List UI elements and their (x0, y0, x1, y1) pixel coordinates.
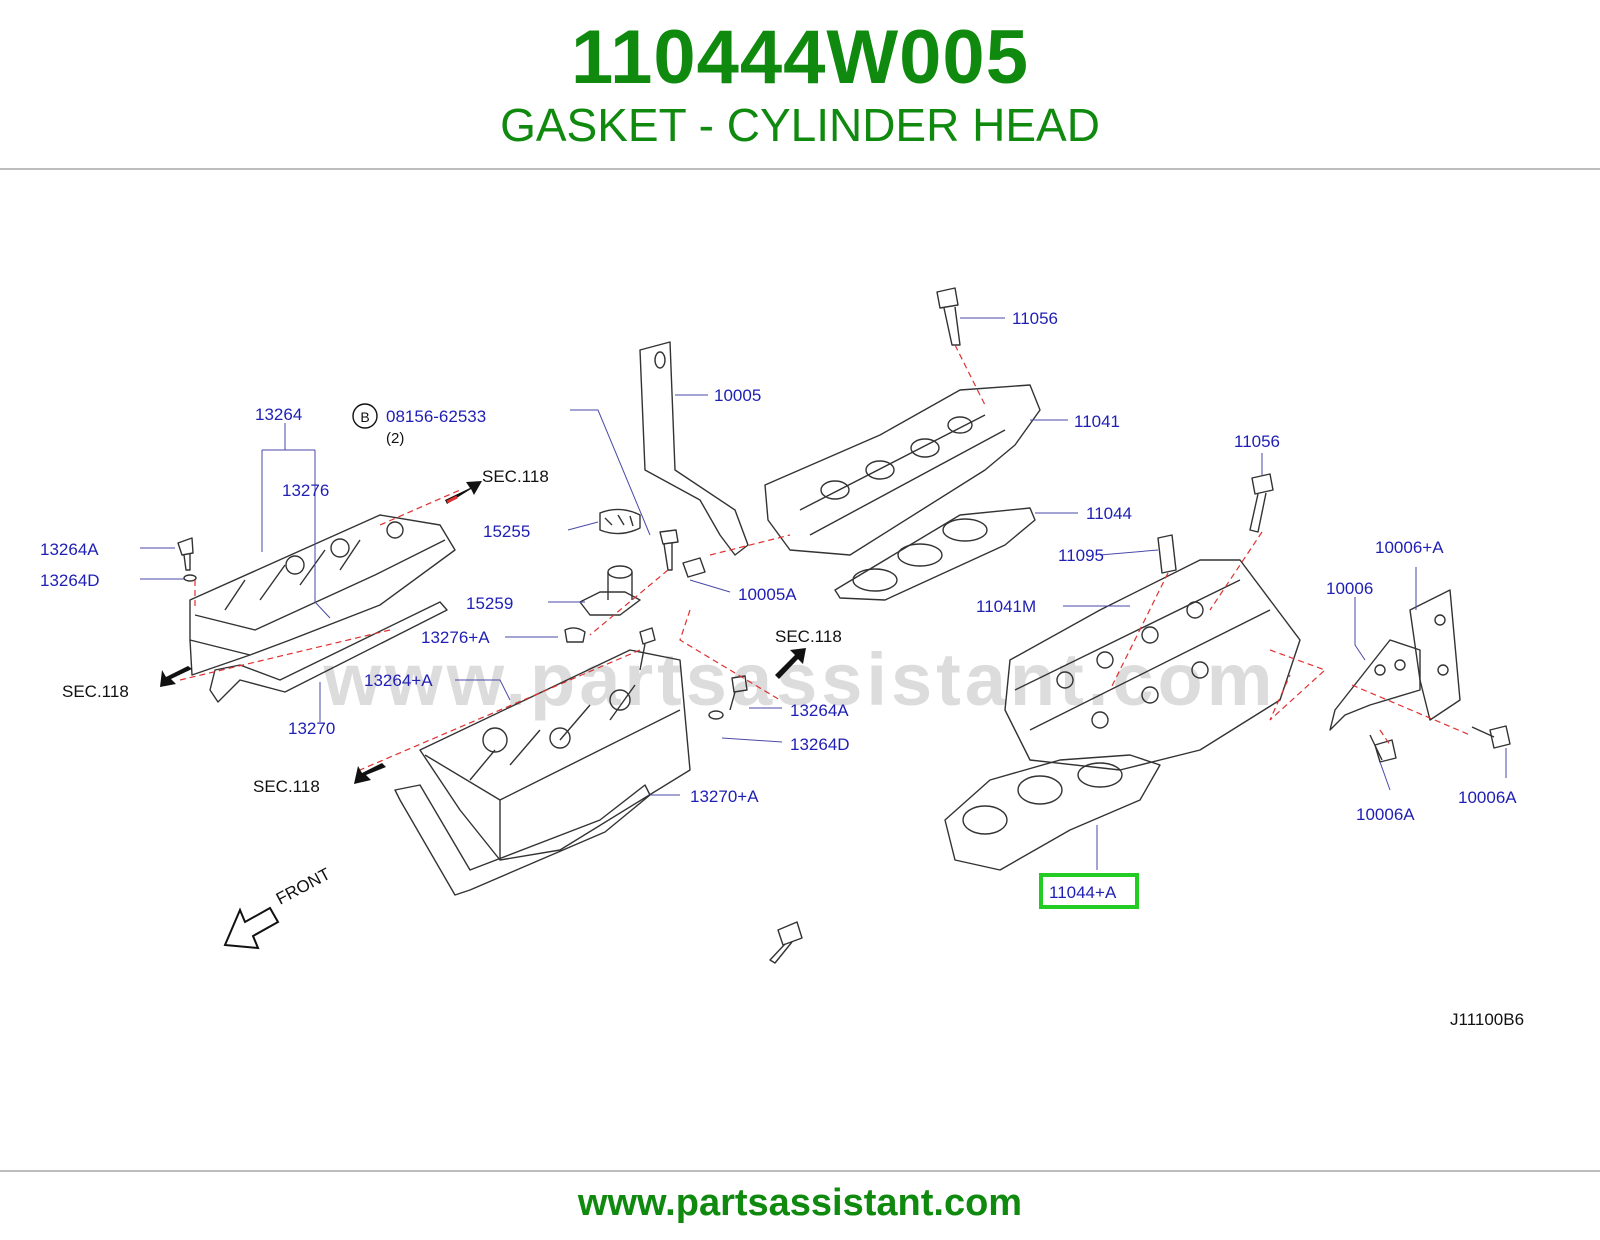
part-name-subtitle: GASKET - CYLINDER HEAD (500, 99, 1100, 151)
label-13276A[interactable]: 13276+A (421, 628, 490, 647)
header-divider (0, 168, 1600, 170)
label-11041[interactable]: 11041 (1074, 412, 1120, 431)
washer-left[interactable] (183, 574, 197, 582)
footer-divider (0, 1170, 1600, 1172)
pcv-valve[interactable] (639, 627, 656, 671)
label-10005[interactable]: 10005 (714, 386, 761, 405)
head-bolt-11056-mid[interactable] (1249, 473, 1274, 533)
head-gasket-11044A[interactable] (944, 754, 1161, 871)
valve-cover-right-lower[interactable] (419, 649, 691, 861)
label-10006A-plus[interactable]: 10006+A (1375, 538, 1444, 557)
label-13270[interactable]: 13270 (288, 719, 335, 738)
cylinder-head-11041[interactable] (764, 384, 1041, 556)
label-13264A-left[interactable]: 13264A (40, 540, 99, 559)
valve-cover-left-upper[interactable] (189, 514, 456, 676)
label-13264D-mid[interactable]: 13264D (790, 735, 850, 754)
sec118-arrow-lower[interactable] (354, 763, 386, 784)
label-10005A[interactable]: 10005A (738, 585, 797, 604)
label-15255[interactable]: 15255 (483, 522, 530, 541)
circle-ref-b (352, 403, 378, 429)
dowel-pin-11095[interactable] (1157, 534, 1177, 574)
sec118-arrow-top[interactable] (445, 481, 482, 504)
sec118-label-top[interactable]: SEC.118 (482, 467, 549, 486)
label-11041M[interactable]: 11041M (976, 597, 1036, 616)
label-11095[interactable]: 11095 (1058, 546, 1104, 565)
washer-13264D-mid[interactable] (708, 710, 724, 720)
label-11056-top[interactable]: 11056 (1012, 309, 1058, 328)
label-11044A-highlighted[interactable]: 11044+A (1049, 883, 1117, 902)
bolt-08156-62533[interactable] (659, 529, 679, 571)
label-13264A-plus[interactable]: 13264+A (364, 671, 433, 690)
label-13276[interactable]: 13276 (282, 481, 329, 500)
label-qty-2: (2) (386, 430, 404, 447)
label-13270A[interactable]: 13270+A (690, 787, 759, 806)
oil-filler-cap-left[interactable] (177, 537, 194, 571)
label-08156-62533[interactable]: 08156-62533 (386, 407, 486, 426)
label-11044[interactable]: 11044 (1086, 504, 1132, 523)
bolt-10006A-2[interactable] (1471, 725, 1511, 749)
head-gasket-11044[interactable] (834, 507, 1036, 601)
bracket-10006[interactable] (1329, 639, 1421, 731)
part-number-title: 110444W005 (571, 15, 1029, 100)
label-13264A-mid[interactable]: 13264A (790, 701, 849, 720)
oil-filler-cap-15255[interactable] (599, 508, 641, 535)
sec118-arrow-mid[interactable] (775, 648, 806, 679)
head-bolt-11056-top[interactable] (936, 287, 961, 346)
circle-ref-letter: B (360, 409, 369, 425)
bolt-10005A[interactable] (682, 557, 706, 578)
sec118-label-lower[interactable]: SEC.118 (253, 777, 320, 796)
sec118-label-left[interactable]: SEC.118 (62, 682, 129, 701)
sec118-label-mid[interactable]: SEC.118 (775, 627, 842, 646)
oil-filler-neck-15259[interactable] (579, 565, 641, 616)
bracket-10005[interactable] (639, 341, 749, 556)
bolt-loose-bottom[interactable] (769, 921, 803, 964)
bolt-10006A-1[interactable] (1369, 734, 1397, 763)
label-10006A-2[interactable]: 10006A (1458, 788, 1517, 807)
label-15259[interactable]: 15259 (466, 594, 513, 613)
footer-website-link[interactable]: www.partsassistant.com (577, 1182, 1023, 1224)
valve-cover-gasket-right-lower[interactable] (394, 784, 651, 896)
label-10006A-1[interactable]: 10006A (1356, 805, 1415, 824)
sec118-arrow-left[interactable] (160, 666, 192, 687)
diagram-code: J11100B6 (1450, 1010, 1524, 1029)
front-label: FRONT (273, 864, 334, 908)
valve-cover-gasket-left-upper[interactable] (209, 601, 448, 703)
front-direction-arrow: FRONT (223, 864, 334, 950)
label-13264[interactable]: 13264 (255, 405, 302, 424)
highlight-box (1039, 873, 1139, 909)
page-header: 110444W005 GASKET - CYLINDER HEAD (0, 0, 1600, 170)
label-11056-mid[interactable]: 11056 (1234, 432, 1280, 451)
label-13264D-left[interactable]: 13264D (40, 571, 100, 590)
diagram-canvas: www.partsassistant.com (40, 287, 1524, 1029)
bracket-10006A-plus[interactable] (1409, 589, 1461, 721)
exploded-parts-diagram: www.partsassistant.com (0, 170, 1600, 1170)
label-10006[interactable]: 10006 (1326, 579, 1373, 598)
cap-13276A[interactable] (564, 627, 586, 643)
